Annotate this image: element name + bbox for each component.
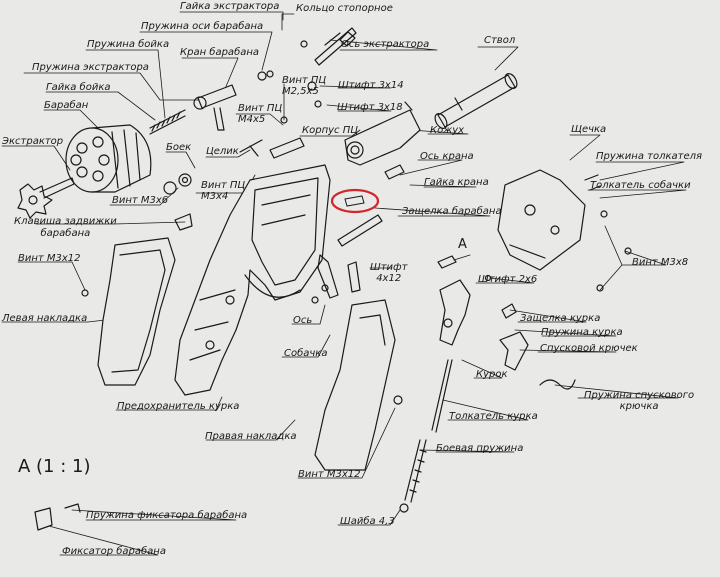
label-housing-pc: Корпус ПЦ <box>302 125 358 136</box>
label-striker-nut: Гайка бойка <box>46 82 111 93</box>
label-valve-nut: Гайка крана <box>424 177 489 188</box>
label-pusher-spring: Пружина толкателя <box>596 151 703 162</box>
label-barrel: Ствол <box>484 35 516 46</box>
label-cylinder-axis-spring: Пружина оси барабана <box>141 21 264 32</box>
label-mainspring: Боевая пружина <box>436 443 524 454</box>
label-hammer-spring: Пружина курка <box>541 327 623 338</box>
extractor-star-part <box>17 177 75 219</box>
label-screw-m3x6: Винт М3х6 <box>112 195 169 206</box>
label-pawl-pusher: Толкатель собачки <box>590 180 691 191</box>
extractor-rod-part <box>300 27 357 66</box>
latch-parts <box>311 214 383 304</box>
label-pin-3x14: Штифт 3х14 <box>338 80 404 91</box>
label-hammer-safety: Предохранитель курка <box>117 401 240 412</box>
label-retaining-ring: Кольцо стопорное <box>296 3 393 14</box>
label-pin-3x18: Штифт 3х18 <box>337 102 403 113</box>
small-parts <box>163 81 322 231</box>
cylinder-axis-part <box>193 70 274 131</box>
label-extractor-nut: Гайка экстрактора <box>180 1 280 12</box>
label-screw-m3x12-bottom: Винт М3х12 <box>298 469 361 480</box>
hammer-group-part <box>437 255 576 390</box>
label-extractor: Экстрактор <box>2 136 64 147</box>
label-extractor-axis: Ось экстрактора <box>341 39 430 50</box>
label-screw-m3x12-left: Винт М3х12 <box>18 253 81 264</box>
label-washer: Шайба 4,3 <box>340 516 395 527</box>
label-cylinder: Барабан <box>44 100 89 111</box>
label-casing: Кожух <box>430 125 465 136</box>
label-barrel-valve: Кран барабана <box>180 47 260 58</box>
highlighted-pin <box>344 195 365 207</box>
label-sight: Целик <box>206 146 239 157</box>
label-hammer: Курок <box>476 369 508 380</box>
mainspring-part <box>393 359 453 513</box>
label-screw-m4x5: Винт ПЦ М4х5 <box>238 103 283 125</box>
left-grip-part <box>81 237 176 386</box>
label-lock-spring: Пружина фиксатора барабана <box>86 510 248 521</box>
label-striker-spring: Пружина бойка <box>87 39 170 50</box>
frame-part <box>174 164 331 396</box>
label-pin-4x12: Штифт 4х12 <box>370 262 408 284</box>
right-grip-part <box>314 299 396 471</box>
leader-lines <box>1 11 687 556</box>
side-plate-part <box>497 169 632 292</box>
label-cylinder-latch: Защелка барабана <box>402 206 502 217</box>
barrel-part <box>434 73 518 129</box>
label-valve-axis: Ось крана <box>420 151 474 162</box>
label-view-a-marker: А <box>458 237 467 252</box>
housing-part <box>344 101 421 180</box>
label-screw-m3x4: Винт ПЦ М3х4 <box>201 180 246 202</box>
label-view-a-title: А (1 : 1) <box>18 456 91 477</box>
label-hammer-pusher: Толкатель курка <box>449 411 538 422</box>
label-trigger-spring: Пружина спускового крючка <box>584 390 695 412</box>
label-extractor-spring: Пружина экстрактора <box>32 62 149 73</box>
label-striker: Боек <box>166 142 192 153</box>
label-screw-m3x8: Винт М3х8 <box>632 257 689 268</box>
label-latch-button: Клавиша задвижки барабана <box>14 216 117 239</box>
label-pawl: Собачка <box>284 348 328 359</box>
striker-spring-part <box>149 109 186 135</box>
label-right-grip: Правая накладка <box>205 431 297 442</box>
cylinder-part <box>65 124 152 193</box>
label-screw-m25x5: Винт ПЦ М2,5х5 <box>282 75 327 97</box>
label-sear-latch: Защелка курка <box>520 313 601 324</box>
view-a-detail <box>34 503 81 531</box>
label-left-grip: Левая накладка <box>2 313 88 324</box>
label-trigger-hook: Спусковой крючек <box>540 343 638 354</box>
label-cylinder-lock: Фиксатор барабана <box>62 546 166 557</box>
highlight-circle <box>330 188 380 214</box>
label-axis: Ось <box>293 315 313 326</box>
label-pin-2x6: Штифт 2х6 <box>478 274 538 285</box>
label-cheek: Щечка <box>571 124 607 135</box>
